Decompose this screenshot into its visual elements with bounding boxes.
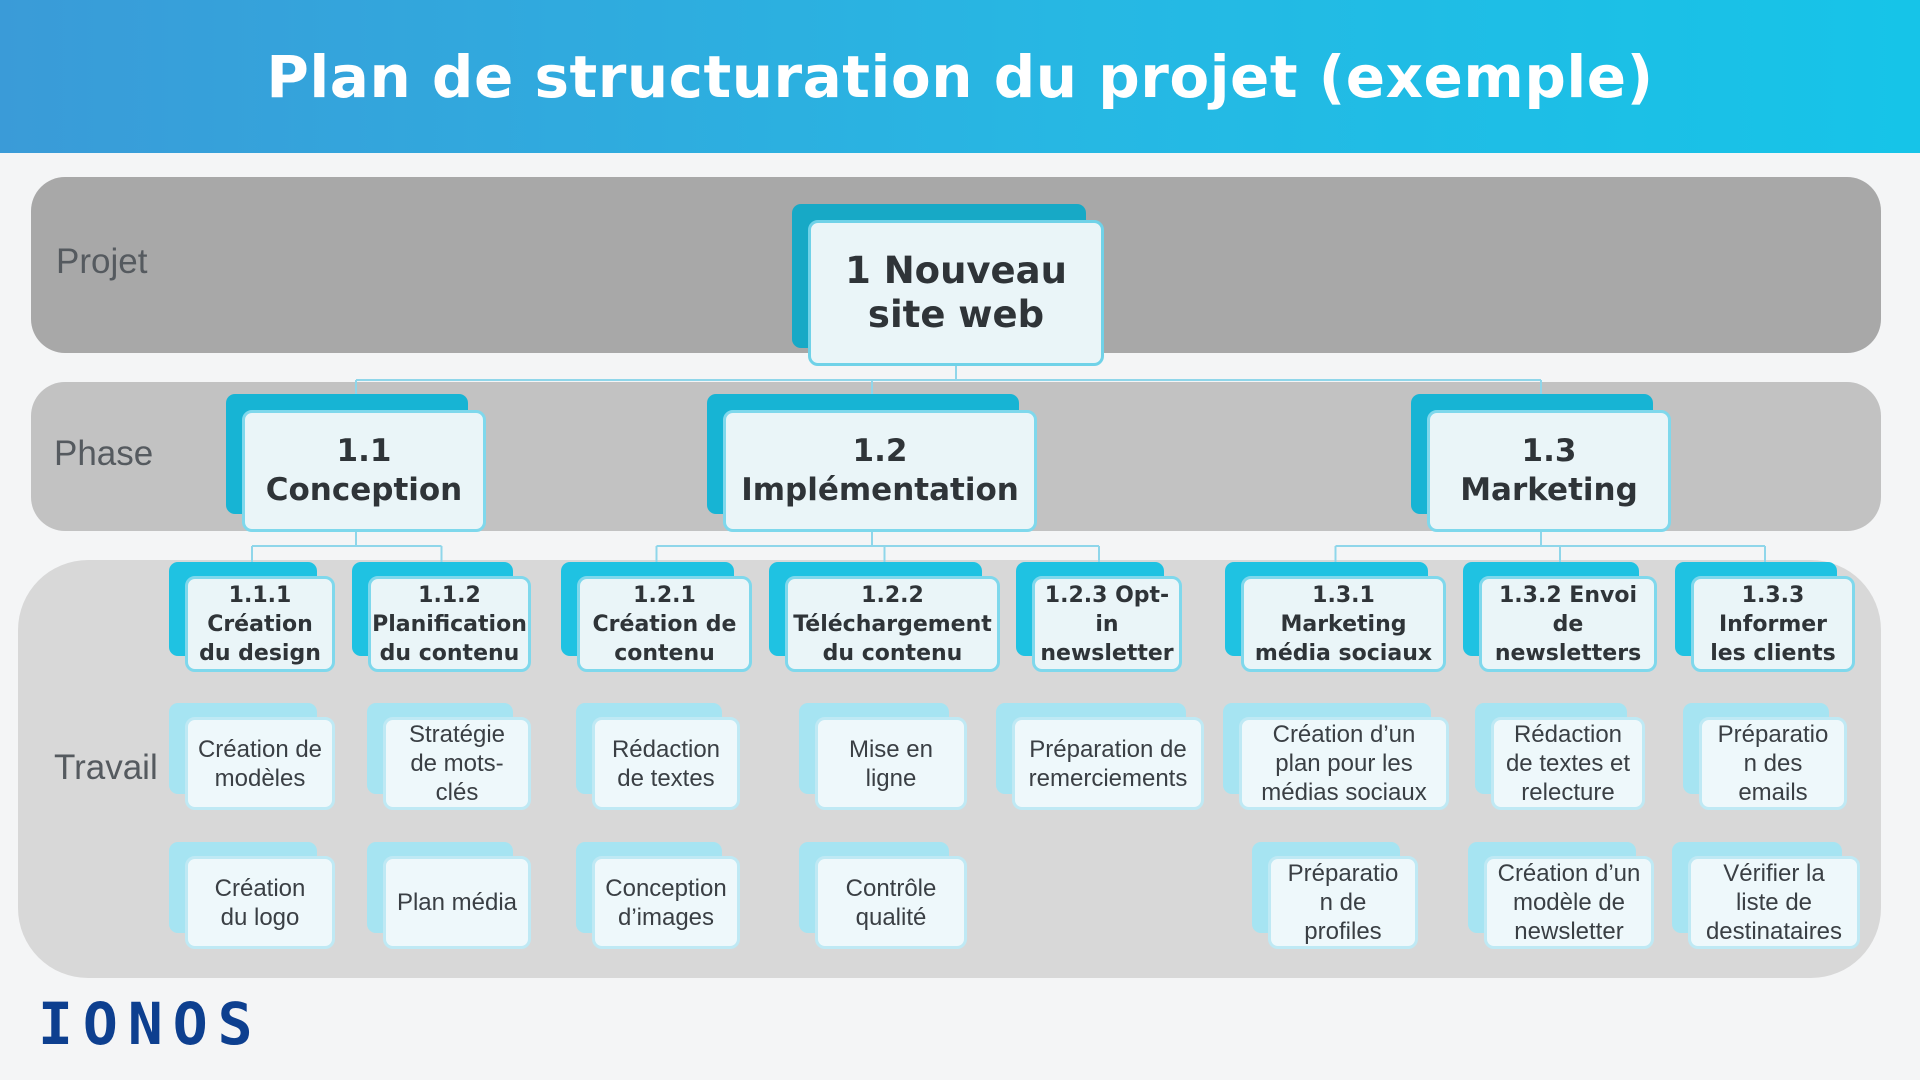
phase-node-2-card: 1.2 Implémentation: [723, 410, 1037, 532]
task-node-4: Plan média: [367, 842, 531, 949]
task-node-1: Création de modèles: [169, 703, 335, 810]
phase-node-3-card: 1.3 Marketing: [1427, 410, 1671, 532]
task-node-9-label: Préparation de remerciements: [1028, 735, 1188, 792]
phase-node-3: 1.3 Marketing: [1411, 394, 1671, 532]
phase-node-2: 1.2 Implémentation: [707, 394, 1037, 532]
task-node-8-card: Contrôle qualité: [815, 856, 967, 949]
task-node-3: Stratégie de mots- clés: [367, 703, 531, 810]
work-package-node-8: 1.3.3 Informer les clients: [1675, 562, 1855, 672]
task-node-8: Contrôle qualité: [799, 842, 967, 949]
work-package-node-2-card: 1.1.2 Planification du contenu: [368, 576, 531, 672]
work-package-node-2-label: 1.1.2 Planification du contenu: [372, 582, 527, 666]
phase-node-1-label: 1.1 Conception: [265, 433, 463, 508]
task-node-5-card: Rédaction de textes: [592, 717, 740, 810]
work-package-node-5-label: 1.2.3 Opt- in newsletter: [1040, 582, 1174, 666]
task-node-11: Préparatio n de profiles: [1252, 842, 1418, 949]
task-node-7: Mise en ligne: [799, 703, 967, 810]
work-package-node-7-card: 1.3.2 Envoi de newsletters: [1479, 576, 1657, 672]
work-package-node-4: 1.2.2 Téléchargement du contenu: [769, 562, 1000, 672]
task-node-13-card: Création d’un modèle de newsletter: [1484, 856, 1654, 949]
task-node-5: Rédaction de textes: [576, 703, 740, 810]
task-node-12-card: Rédaction de textes et relecture: [1491, 717, 1645, 810]
task-node-1-label: Création de modèles: [197, 735, 323, 792]
work-package-node-6: 1.3.1 Marketing média sociaux: [1225, 562, 1446, 672]
task-node-6-card: Conception d’images: [592, 856, 740, 949]
work-package-node-8-card: 1.3.3 Informer les clients: [1691, 576, 1855, 672]
work-package-node-7: 1.3.2 Envoi de newsletters: [1463, 562, 1657, 672]
task-node-14-card: Préparatio n des emails: [1699, 717, 1847, 810]
phase-node-2-label: 1.2 Implémentation: [741, 433, 1019, 508]
work-package-node-3-card: 1.2.1 Création de contenu: [577, 576, 752, 672]
task-node-13: Création d’un modèle de newsletter: [1468, 842, 1654, 949]
task-node-15: Vérifier la liste de destinataires: [1672, 842, 1860, 949]
task-node-15-label: Vérifier la liste de destinataires: [1705, 860, 1843, 945]
level-label-project: Projet: [56, 242, 148, 281]
phase-node-3-label: 1.3 Marketing: [1460, 433, 1638, 508]
diagram-title: Plan de structuration du projet (exemple…: [266, 42, 1654, 111]
task-node-2-card: Création du logo: [185, 856, 335, 949]
task-node-14: Préparatio n des emails: [1683, 703, 1847, 810]
work-package-node-1-card: 1.1.1 Création du design: [185, 576, 335, 672]
work-package-node-8-label: 1.3.3 Informer les clients: [1710, 582, 1836, 666]
task-node-3-label: Stratégie de mots- clés: [408, 721, 506, 806]
work-package-node-5-card: 1.2.3 Opt- in newsletter: [1032, 576, 1182, 672]
task-node-10-label: Création d’un plan pour les médias socia…: [1261, 721, 1427, 806]
level-label-phase: Phase: [54, 434, 154, 473]
phase-node-1: 1.1 Conception: [226, 394, 486, 532]
task-node-10: Création d’un plan pour les médias socia…: [1223, 703, 1449, 810]
task-node-4-label: Plan média: [396, 889, 518, 916]
task-node-4-card: Plan média: [383, 856, 531, 949]
work-package-node-1-label: 1.1.1 Création du design: [199, 582, 321, 666]
task-node-10-card: Création d’un plan pour les médias socia…: [1239, 717, 1449, 810]
project-node-card: 1 Nouveau site web: [808, 220, 1104, 366]
task-node-9-card: Préparation de remerciements: [1012, 717, 1204, 810]
task-node-2-label: Création du logo: [214, 874, 306, 931]
work-package-node-3-label: 1.2.1 Création de contenu: [592, 582, 737, 666]
work-package-node-4-label: 1.2.2 Téléchargement du contenu: [793, 582, 992, 666]
task-node-12: Rédaction de textes et relecture: [1475, 703, 1645, 810]
task-node-6-label: Conception d’images: [605, 874, 727, 931]
level-label-work: Travail: [54, 748, 158, 787]
task-node-5-label: Rédaction de textes: [611, 735, 721, 792]
project-node: 1 Nouveau site web: [792, 204, 1104, 366]
project-node-label: 1 Nouveau site web: [845, 249, 1067, 336]
work-package-node-3: 1.2.1 Création de contenu: [561, 562, 752, 672]
task-node-11-card: Préparatio n de profiles: [1268, 856, 1418, 949]
task-node-6: Conception d’images: [576, 842, 740, 949]
task-node-2: Création du logo: [169, 842, 335, 949]
phase-node-1-card: 1.1 Conception: [242, 410, 486, 532]
work-package-node-5: 1.2.3 Opt- in newsletter: [1016, 562, 1182, 672]
header-banner: Plan de structuration du projet (exemple…: [0, 0, 1920, 153]
task-node-8-label: Contrôle qualité: [845, 874, 937, 931]
work-package-node-1: 1.1.1 Création du design: [169, 562, 335, 672]
task-node-3-card: Stratégie de mots- clés: [383, 717, 531, 810]
task-node-15-card: Vérifier la liste de destinataires: [1688, 856, 1860, 949]
work-package-node-7-label: 1.3.2 Envoi de newsletters: [1494, 582, 1642, 666]
work-package-node-6-card: 1.3.1 Marketing média sociaux: [1241, 576, 1446, 672]
work-package-node-6-label: 1.3.1 Marketing média sociaux: [1254, 582, 1433, 666]
task-node-9: Préparation de remerciements: [996, 703, 1204, 810]
task-node-7-card: Mise en ligne: [815, 717, 967, 810]
task-node-13-label: Création d’un modèle de newsletter: [1497, 860, 1641, 945]
work-package-node-4-card: 1.2.2 Téléchargement du contenu: [785, 576, 1000, 672]
ionos-logo: IONOS: [38, 990, 263, 1058]
task-node-11-label: Préparatio n de profiles: [1287, 860, 1399, 945]
task-node-12-label: Rédaction de textes et relecture: [1505, 721, 1631, 806]
task-node-1-card: Création de modèles: [185, 717, 335, 810]
task-node-7-label: Mise en ligne: [848, 735, 934, 792]
work-package-node-2: 1.1.2 Planification du contenu: [352, 562, 531, 672]
task-node-14-label: Préparatio n des emails: [1717, 721, 1829, 806]
